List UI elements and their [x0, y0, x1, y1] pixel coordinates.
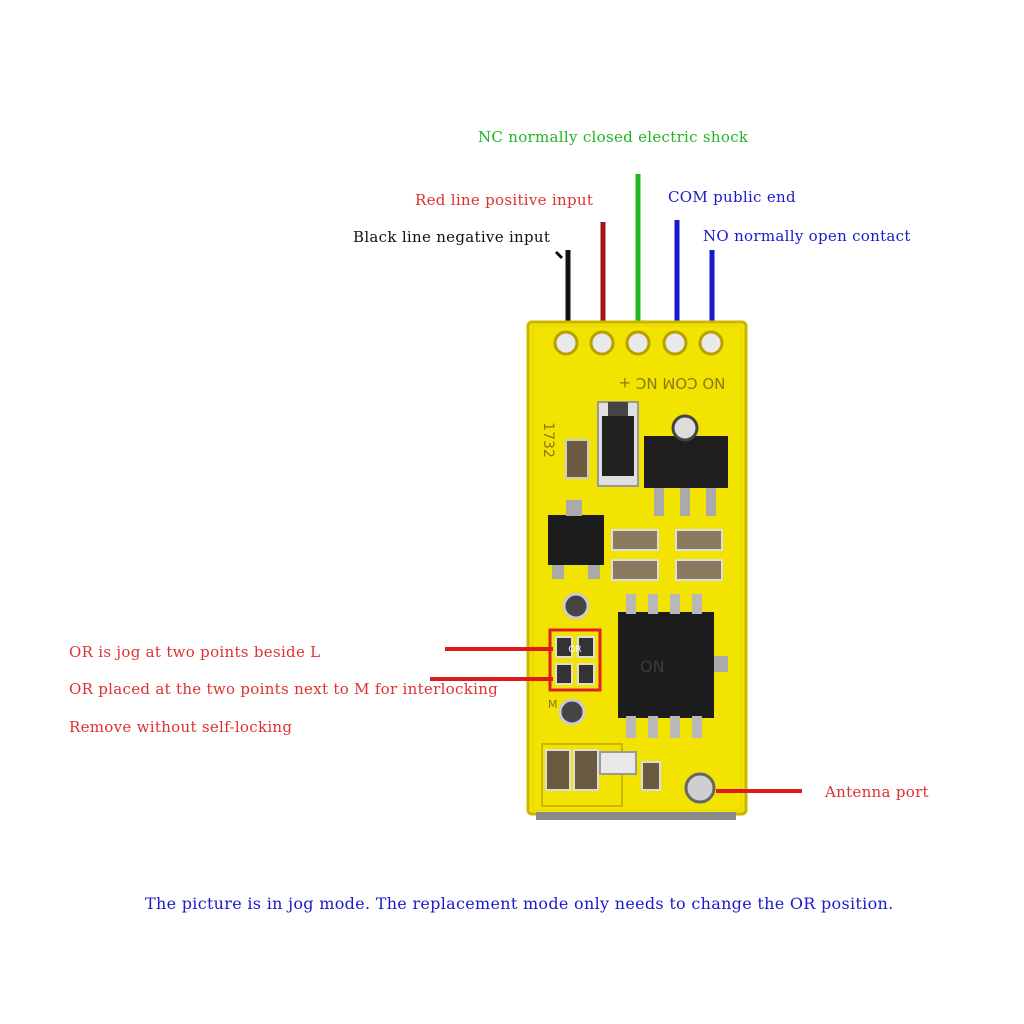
black-line-label: Black line negative input	[353, 228, 551, 246]
silk-model: 1732	[540, 422, 556, 458]
com-label: COM public end	[668, 188, 796, 206]
antenna-label: Antenna port	[825, 783, 929, 801]
pin-header	[553, 330, 724, 356]
antenna-pad	[684, 772, 716, 804]
pin-pad	[553, 330, 579, 356]
silk-chip: ON	[640, 657, 665, 676]
pin-pad	[625, 330, 651, 356]
or-interlock-label: OR placed at the two points next to M fo…	[69, 680, 499, 698]
or-jumper-box	[548, 628, 602, 692]
pin-pad	[589, 330, 615, 356]
silk-pins: NO COM NC +	[619, 374, 726, 392]
or-jog-label: OR is jog at two points beside L	[69, 643, 321, 661]
no-label: NO normally open contact	[703, 227, 911, 245]
silk-m: M	[548, 698, 558, 711]
pin-pad	[698, 330, 724, 356]
pin-pad	[662, 330, 688, 356]
remove-label: Remove without self-locking	[69, 718, 293, 736]
red-line-label: Red line positive input	[415, 191, 594, 209]
footer-note: The picture is in jog mode. The replacem…	[145, 894, 894, 913]
silk-or: OR	[568, 645, 581, 655]
main-ic	[618, 612, 714, 718]
nc-label: NC normally closed electric shock	[478, 128, 749, 146]
